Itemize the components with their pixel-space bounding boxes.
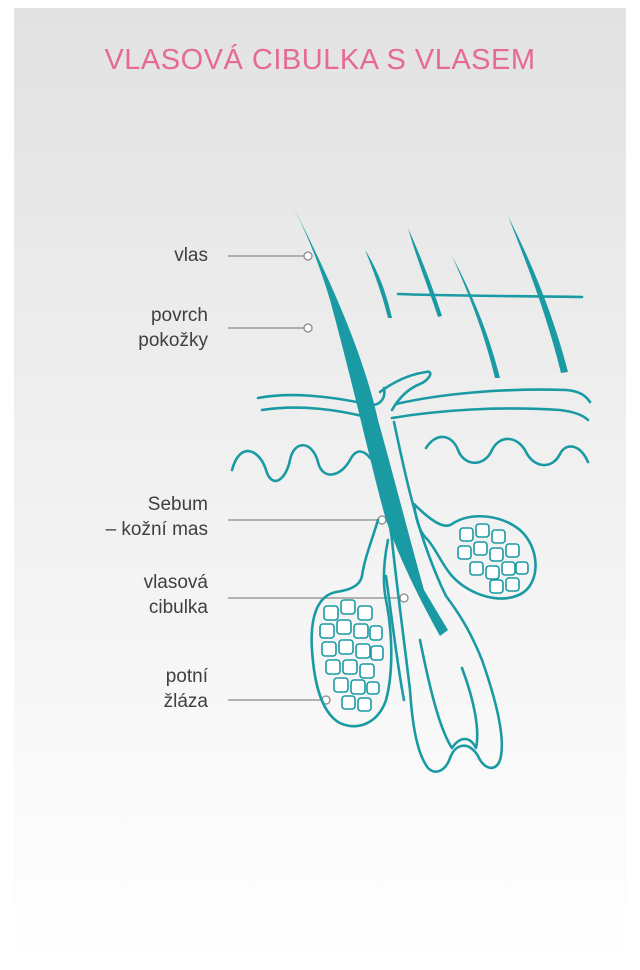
cell [339,640,353,654]
cell [458,546,471,559]
cell [502,562,515,575]
small-hair-3 [452,256,500,378]
cell [354,624,368,638]
cell [326,660,340,674]
dermis-wave-left [232,445,370,481]
epidermis-line-right-upper [396,390,590,404]
cell [356,644,370,658]
cell [506,578,519,591]
cell [343,660,357,674]
cell [516,562,528,574]
cell [334,678,348,692]
hair-bulb-outline [420,640,477,748]
cell [492,530,505,543]
gland-cells [320,524,528,711]
leader-dot-skin-surface [304,324,312,332]
cell [342,696,355,709]
cell [476,524,489,537]
small-hair-1 [365,250,392,318]
cell [370,626,382,640]
epidermis-line-right-lower [392,408,588,420]
cell [351,680,365,694]
sebaceous-neck [380,372,430,410]
cell [322,642,336,656]
cell [341,600,355,614]
cell [460,528,473,541]
small-hair-2 [408,228,442,317]
cell [486,566,499,579]
skin-surface-line [398,294,582,297]
epidermis-line-left-lower [262,408,370,418]
cell [358,606,372,620]
cell [358,698,371,711]
cell [490,548,503,561]
cell [367,682,379,694]
cell [490,580,503,593]
small-hair-4 [508,216,568,373]
cell [320,624,334,638]
dermis-wave-right [426,437,588,465]
cell [371,646,383,660]
cell [506,544,519,557]
cell [474,542,487,555]
leader-dot-hair [304,252,312,260]
cell [470,562,483,575]
cell [360,664,374,678]
cell [337,620,351,634]
cell [324,606,338,620]
leader-dot-hair-bulb [400,594,408,602]
